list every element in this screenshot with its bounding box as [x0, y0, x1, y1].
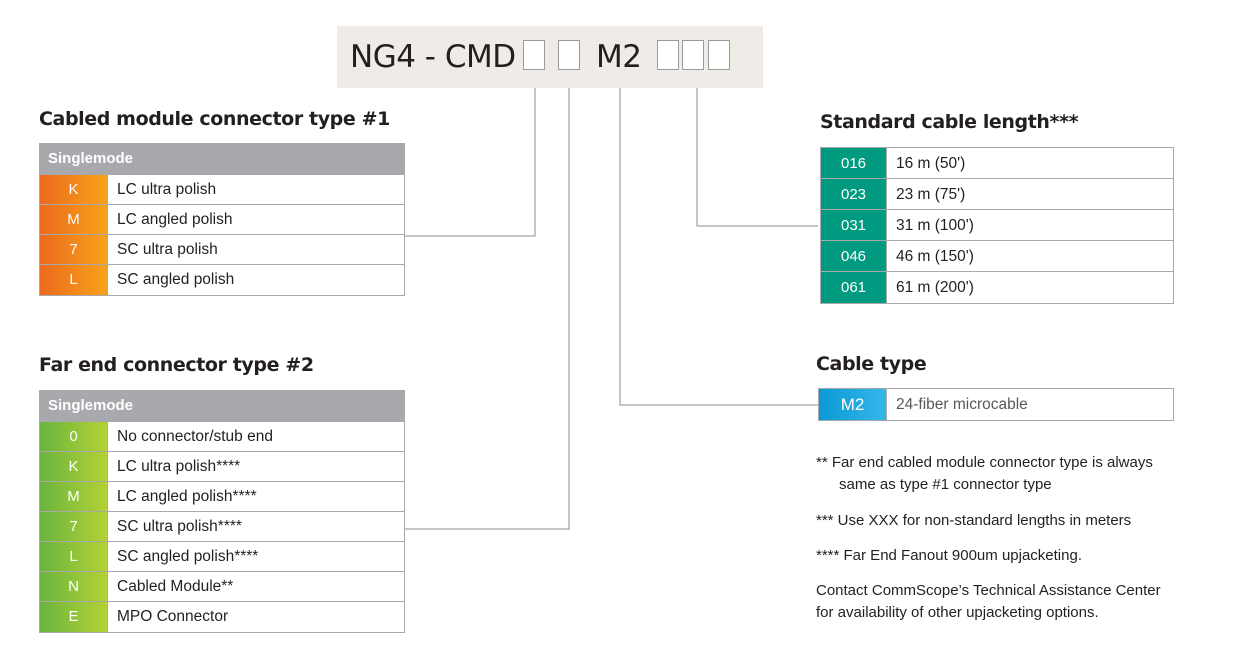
code-cell: 061 [821, 272, 887, 303]
desc-cell: SC angled polish**** [117, 548, 259, 565]
table-row: K LC ultra polish**** [40, 452, 404, 482]
connector1-title: Cabled module connector type #1 [39, 108, 390, 130]
code-cell: L [40, 265, 108, 295]
code-cell: M [40, 205, 108, 234]
leader-cable-length [696, 79, 818, 227]
table-row: E MPO Connector [40, 602, 404, 632]
table-row: 023 23 m (75') [821, 179, 1173, 210]
code-cell: E [40, 602, 108, 632]
desc-cell: 24-fiber microcable [896, 396, 1028, 413]
table-row: 031 31 m (100') [821, 210, 1173, 241]
slot-length-3 [708, 40, 730, 70]
desc-cell: 23 m (75') [896, 186, 966, 203]
desc-cell: LC ultra polish [117, 181, 217, 198]
code-cell: L [40, 542, 108, 571]
desc-cell: Cabled Module** [117, 578, 234, 595]
note-far-end-line2: same as type #1 connector type [839, 476, 1052, 493]
code-cell: 016 [821, 148, 887, 178]
cable-length-title: Standard cable length*** [820, 111, 1079, 133]
note-upjacketing: **** Far End Fanout 900um upjacketing. [816, 547, 1082, 564]
cable-type-table: M2 24-fiber microcable [818, 388, 1174, 421]
code-cell: 023 [821, 179, 887, 209]
desc-cell: 61 m (200') [896, 279, 974, 296]
cable-type-title: Cable type [816, 353, 927, 375]
note-lengths: *** Use XXX for non-standard lengths in … [816, 512, 1132, 529]
slot-length-2 [682, 40, 704, 70]
code-cell: M [40, 482, 108, 511]
desc-cell: SC angled polish [117, 271, 235, 288]
note-contact-line1: Contact CommScope’s Technical Assistance… [816, 582, 1161, 599]
code-cell: N [40, 572, 108, 601]
desc-cell: SC ultra polish**** [117, 518, 242, 535]
cable-length-table: 016 16 m (50') 023 23 m (75') 031 31 m (… [820, 147, 1174, 304]
desc-cell: MPO Connector [117, 608, 229, 625]
note-contact-line2: for availability of other upjacketing op… [816, 604, 1099, 621]
slot-connector1 [523, 40, 545, 70]
code-cell: 0 [40, 422, 108, 451]
desc-cell: 31 m (100') [896, 217, 974, 234]
note-contact: Contact CommScope’s Technical Assistance… [816, 580, 1161, 624]
table-row: N Cabled Module** [40, 572, 404, 602]
table-row: L SC angled polish**** [40, 542, 404, 572]
code-cell: 031 [821, 210, 887, 240]
connector1-table: Singlemode K LC ultra polish M LC angled… [39, 143, 405, 296]
table-row: 061 61 m (200') [821, 272, 1173, 303]
connector1-header: Singlemode [40, 144, 404, 175]
leader-cable-type [619, 79, 818, 406]
code-cell: 046 [821, 241, 887, 271]
leader-connector1 [404, 79, 536, 237]
table-row: M LC angled polish [40, 205, 404, 235]
desc-cell: LC ultra polish**** [117, 458, 241, 475]
table-row: M2 24-fiber microcable [819, 389, 1173, 420]
desc-cell: No connector/stub end [117, 428, 273, 445]
table-row: 7 SC ultra polish**** [40, 512, 404, 542]
code-cell: 7 [40, 235, 108, 264]
code-cell: 7 [40, 512, 108, 541]
part-number-cable-code: M2 [596, 39, 642, 75]
slot-connector2 [558, 40, 580, 70]
connector2-header: Singlemode [40, 391, 404, 422]
table-row: 046 46 m (150') [821, 241, 1173, 272]
note-far-end: ** Far end cabled module connector type … [816, 452, 1153, 496]
desc-cell: 46 m (150') [896, 248, 974, 265]
leader-connector2 [404, 79, 570, 530]
connector2-table: Singlemode 0 No connector/stub end K LC … [39, 390, 405, 633]
desc-cell: 16 m (50') [896, 155, 966, 172]
code-cell: K [40, 175, 108, 204]
code-cell: M2 [819, 389, 887, 420]
desc-cell: LC angled polish**** [117, 488, 257, 505]
part-number-prefix: NG4 - CMD [350, 39, 516, 75]
code-cell: K [40, 452, 108, 481]
connector2-title: Far end connector type #2 [39, 354, 314, 376]
table-row: L SC angled polish [40, 265, 404, 295]
table-row: K LC ultra polish [40, 175, 404, 205]
note-far-end-line1: ** Far end cabled module connector type … [816, 454, 1153, 471]
desc-cell: SC ultra polish [117, 241, 218, 258]
desc-cell: LC angled polish [117, 211, 233, 228]
table-row: 7 SC ultra polish [40, 235, 404, 265]
table-row: 016 16 m (50') [821, 148, 1173, 179]
table-row: 0 No connector/stub end [40, 422, 404, 452]
slot-length-1 [657, 40, 679, 70]
table-row: M LC angled polish**** [40, 482, 404, 512]
part-number-bar: NG4 - CMD M2 [337, 26, 763, 88]
